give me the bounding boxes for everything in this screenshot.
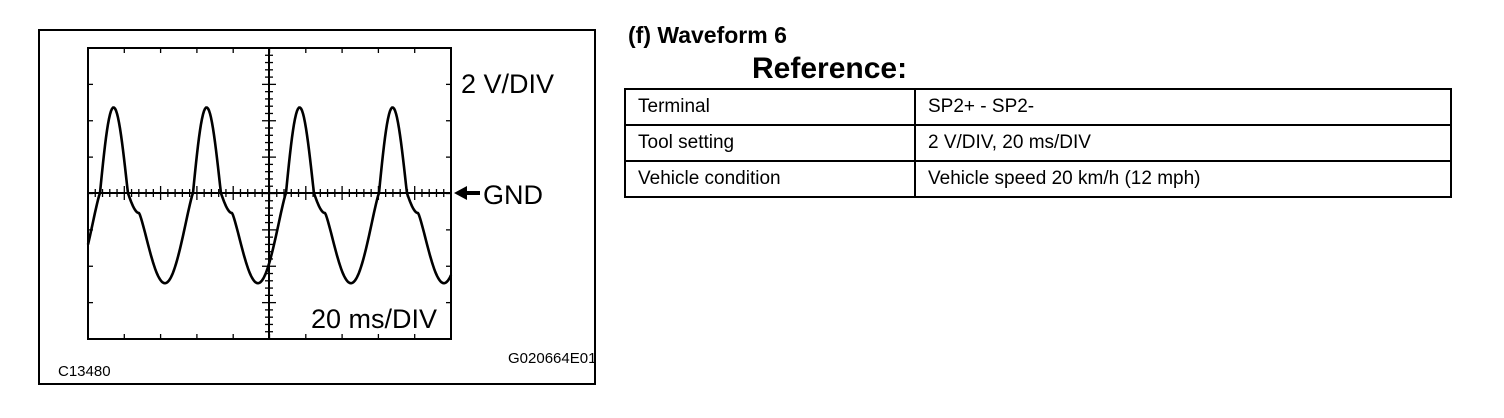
reference-table: Terminal SP2+ - SP2- Tool setting 2 V/DI…: [624, 88, 1452, 198]
row-value: Vehicle speed 20 km/h (12 mph): [914, 160, 1452, 198]
row-label: Vehicle condition: [624, 160, 916, 198]
row-label: Terminal: [624, 88, 916, 126]
oscilloscope-figure: 2 V/DIV GND 20 ms/DIV C13480 G020664E01: [38, 29, 596, 385]
reference-heading: Reference:: [752, 52, 908, 85]
row-label: Tool setting: [624, 124, 916, 162]
figure-code-right: G020664E01: [508, 350, 597, 367]
time-per-div-label: 20 ms/DIV: [311, 304, 438, 334]
waveform-trace: [86, 106, 453, 285]
table-row: Terminal SP2+ - SP2-: [624, 88, 1452, 126]
row-value: 2 V/DIV, 20 ms/DIV: [914, 124, 1452, 162]
row-value: SP2+ - SP2-: [914, 88, 1452, 126]
table-row: Tool setting 2 V/DIV, 20 ms/DIV: [624, 124, 1452, 162]
figure-code-left: C13480: [58, 363, 111, 380]
gnd-label: GND: [483, 180, 543, 210]
section-title: (f) Waveform 6: [628, 22, 787, 48]
scope-axis-ticks: [88, 48, 451, 339]
volts-per-div-label: 2 V/DIV: [461, 69, 555, 99]
oscilloscope-screen: [86, 47, 480, 340]
gnd-arrow-icon: [454, 186, 480, 200]
table-row: Vehicle condition Vehicle speed 20 km/h …: [624, 160, 1452, 198]
